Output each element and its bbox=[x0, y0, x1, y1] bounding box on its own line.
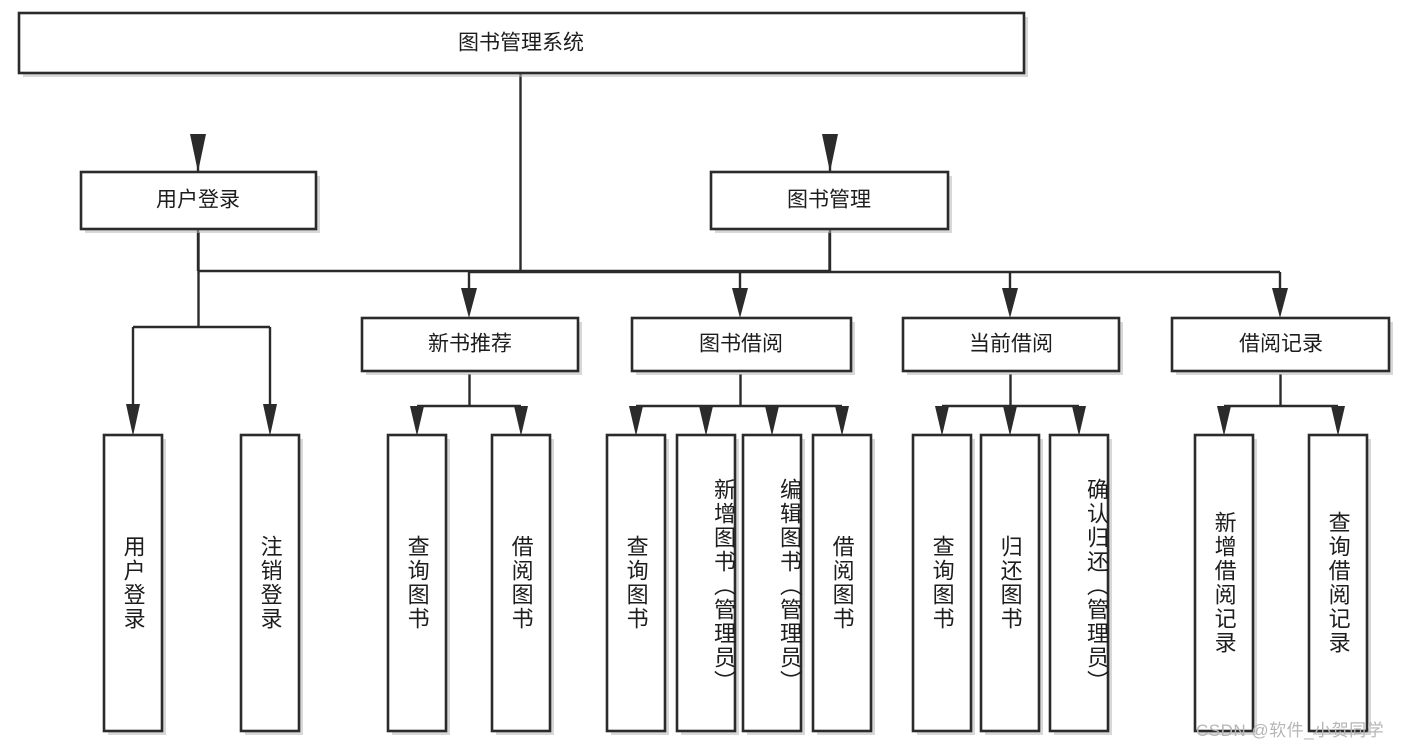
root-node-label: 图书管理系统 bbox=[458, 32, 584, 55]
leaf-label-logout: 注销登录 bbox=[257, 535, 283, 631]
arrow-to-leaf-bb-edit bbox=[765, 406, 779, 436]
arrow-to-user-login bbox=[190, 134, 206, 172]
leaf-node-bb-borrow[interactable] bbox=[811, 433, 873, 733]
level3-node-current-borrow[interactable] bbox=[901, 316, 1121, 373]
leaf-label-cb-confirm: 确认归还（管理员） bbox=[1084, 478, 1109, 694]
leaf-node-cb-query[interactable] bbox=[911, 433, 973, 733]
arrow-to-leaf-user-login bbox=[126, 404, 140, 436]
level2-node-user-login[interactable] bbox=[79, 170, 318, 231]
arrow-to-leaf-logout bbox=[263, 404, 277, 436]
root-node-box[interactable] bbox=[17, 11, 1026, 75]
leaf-label-bb-add: 新增图书（管理员） bbox=[711, 478, 736, 694]
level2-node-user-login-label: 用户登录 bbox=[156, 189, 240, 212]
level3-node-current-borrow-label: 当前借阅 bbox=[969, 333, 1053, 356]
leaf-node-cb-return[interactable] bbox=[979, 433, 1041, 733]
leaf-node-br-query[interactable] bbox=[1307, 433, 1369, 733]
leaf-label-cb-query: 查询图书 bbox=[929, 535, 955, 631]
leaf-label-br-query: 查询借阅记录 bbox=[1325, 511, 1351, 655]
level3-node-book-borrow-label: 图书借阅 bbox=[699, 333, 783, 356]
level3-node-new-book-recommend-label: 新书推荐 bbox=[428, 333, 512, 356]
leaf-label-bb-edit: 编辑图书（管理员） bbox=[777, 478, 802, 694]
leaf-label-newbook-borrow: 借阅图书 bbox=[508, 535, 534, 631]
nodes-group: 图书管理系统 用户登录 图书管理 新书推荐 图书借阅 当前借阅 借阅记录 bbox=[17, 11, 1393, 735]
leaf-label-br-add: 新增借阅记录 bbox=[1211, 511, 1237, 655]
leaf-label-bb-query: 查询图书 bbox=[623, 535, 649, 631]
arrow-to-leaf-newbook-query bbox=[410, 406, 424, 436]
leaf-node-bb-query[interactable] bbox=[605, 433, 667, 733]
arrow-to-leaf-cb-confirm bbox=[1072, 406, 1086, 436]
leaf-node-logout[interactable] bbox=[239, 433, 301, 733]
arrow-to-leaf-br-add bbox=[1217, 406, 1231, 436]
leaf-node-cb-confirm[interactable] bbox=[1048, 433, 1110, 733]
level3-node-borrow-record-label: 借阅记录 bbox=[1239, 333, 1323, 356]
leaf-node-br-add[interactable] bbox=[1193, 433, 1255, 733]
leaf-label-cb-return: 归还图书 bbox=[997, 535, 1023, 631]
leaf-node-user-login[interactable] bbox=[102, 433, 164, 733]
arrow-to-book-borrow bbox=[732, 288, 748, 318]
level3-node-book-borrow[interactable] bbox=[630, 316, 853, 373]
arrow-to-leaf-cb-return bbox=[1003, 406, 1017, 436]
arrow-to-book-mgmt bbox=[822, 134, 838, 172]
leaf-label-newbook-query: 查询图书 bbox=[404, 535, 430, 631]
leaf-node-bb-edit[interactable] bbox=[741, 433, 803, 733]
level3-node-borrow-record[interactable] bbox=[1170, 316, 1391, 373]
arrow-to-leaf-br-query bbox=[1331, 406, 1345, 436]
arrow-to-leaf-bb-query bbox=[629, 406, 643, 436]
arrow-to-borrow-record bbox=[1272, 288, 1288, 318]
arrow-to-new-book bbox=[461, 288, 477, 318]
arrow-to-leaf-newbook-borrow bbox=[514, 406, 528, 436]
arrow-to-leaf-cb-query bbox=[935, 406, 949, 436]
leaf-label-bb-borrow: 借阅图书 bbox=[829, 535, 855, 631]
arrow-to-current-borrow bbox=[1002, 288, 1018, 318]
leaf-label-user-login: 用户登录 bbox=[120, 535, 146, 631]
arrow-to-leaf-bb-add bbox=[699, 406, 713, 436]
watermark-text: CSDN @软件_小贺同学 bbox=[1196, 721, 1385, 740]
level2-node-book-management-label: 图书管理 bbox=[787, 189, 871, 212]
leaf-node-newbook-query[interactable] bbox=[386, 433, 448, 733]
level3-node-new-book-recommend[interactable] bbox=[360, 316, 580, 373]
level2-node-book-management[interactable] bbox=[709, 170, 950, 231]
leaf-node-bb-add[interactable] bbox=[675, 433, 737, 733]
leaf-node-newbook-borrow[interactable] bbox=[490, 433, 552, 733]
arrow-to-leaf-bb-borrow bbox=[835, 406, 849, 436]
edges-group bbox=[126, 74, 1345, 436]
